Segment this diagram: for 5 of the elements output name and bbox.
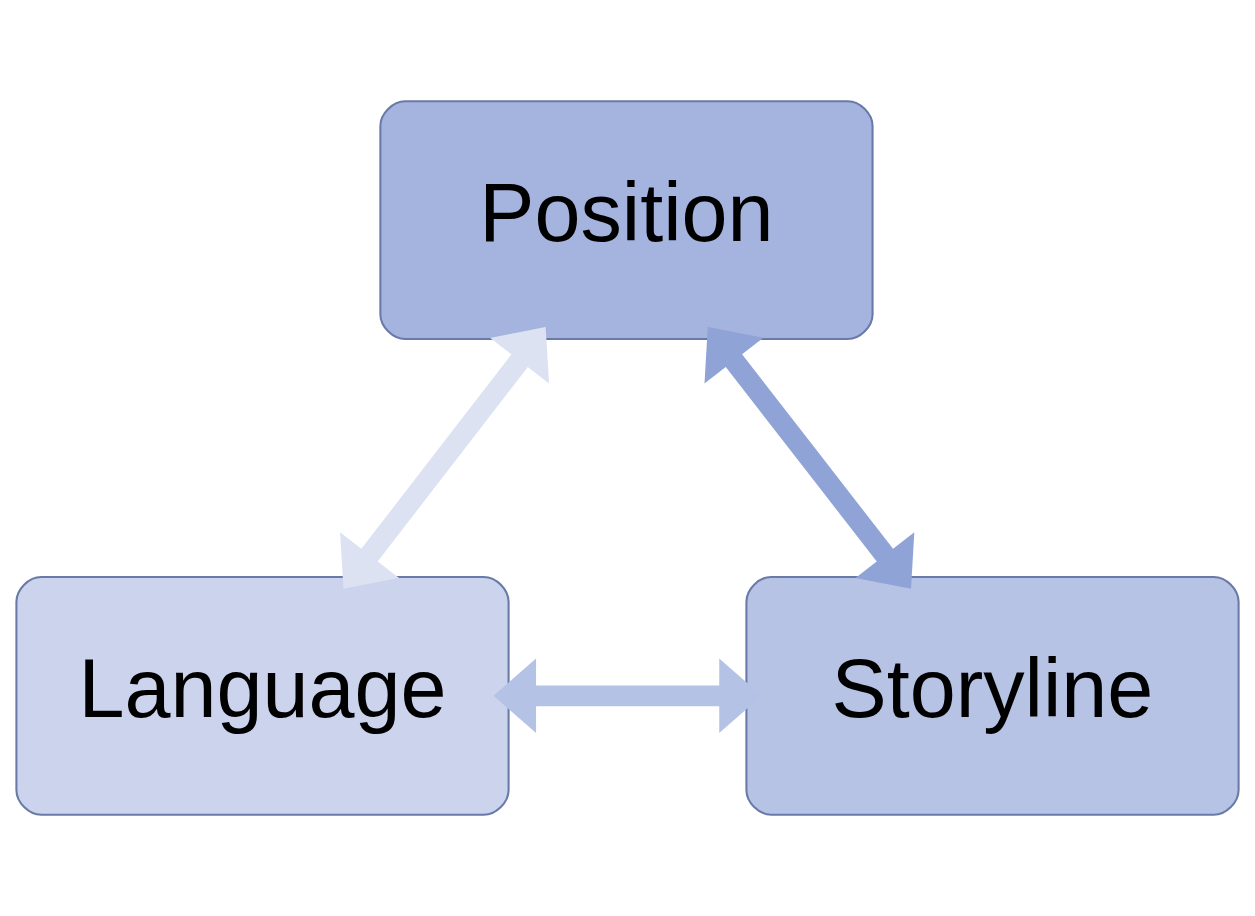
node-box: Language — [15, 575, 510, 816]
arrow — [704, 327, 915, 589]
node-box: Position — [379, 100, 874, 341]
arrow — [340, 326, 550, 589]
node-box: Storyline — [745, 575, 1240, 816]
